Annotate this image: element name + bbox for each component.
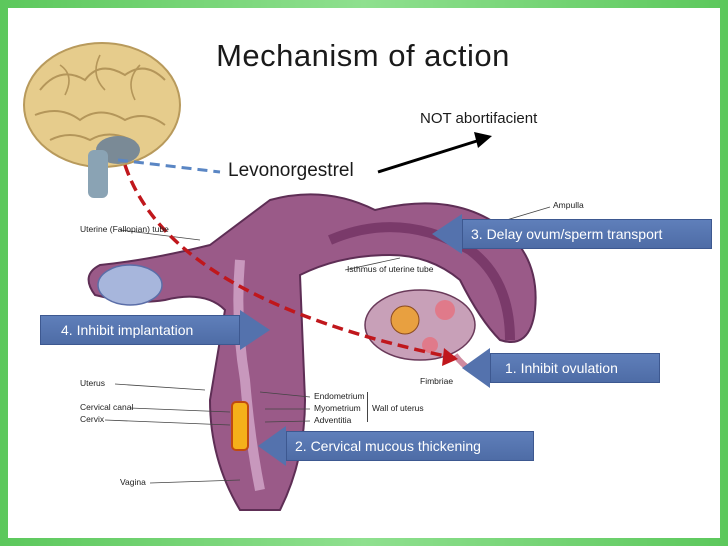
label-ampulla: Ampulla: [553, 200, 584, 210]
callout-cervical-mucous-tip: [258, 426, 286, 466]
label-endometrium: Endometrium: [314, 391, 365, 401]
callout-delay-transport-tip: [432, 214, 462, 254]
slide-title: Mechanism of action: [216, 38, 510, 73]
wall-bracket: [367, 392, 371, 422]
brain-illustration: [23, 42, 181, 198]
label-fimbriae: Fimbriae: [420, 376, 454, 386]
not-abortifacient-arrow: [377, 138, 481, 174]
label-uterine-tube: Uterine (Fallopian) tube: [80, 224, 169, 234]
callout-inhibit-ovulation-tip: [462, 348, 490, 388]
callout-inhibit-ovulation: 1. Inhibit ovulation: [490, 353, 660, 383]
label-cervical-canal: Cervical canal: [80, 402, 134, 412]
label-vagina: Vagina: [120, 477, 146, 487]
drug-label: Levonorgestrel: [228, 160, 354, 181]
callout-delay-transport: 3. Delay ovum/sperm transport: [462, 219, 712, 249]
pathway-dashed-arrow: [123, 164, 456, 360]
label-wall-of-uterus: Wall of uterus: [372, 403, 424, 413]
not-abortifacient-arrowhead: [474, 132, 492, 148]
callout-cervical-mucous-text: 2. Cervical mucous thickening: [295, 438, 481, 454]
label-isthmus: Isthmus of uterine tube: [347, 264, 434, 274]
brain-to-drug-dashed-line: [117, 158, 221, 174]
label-myometrium: Myometrium: [314, 403, 361, 413]
callout-delay-transport-text: 3. Delay ovum/sperm transport: [471, 226, 663, 242]
not-abortifacient-note: NOT abortifacient: [420, 110, 538, 127]
callout-inhibit-ovulation-text: 1. Inhibit ovulation: [505, 360, 618, 376]
callout-cervical-mucous: 2. Cervical mucous thickening: [286, 431, 534, 461]
pathway-arrowhead: [442, 348, 458, 366]
label-cervix: Cervix: [80, 414, 105, 424]
label-adventitia: Adventitia: [314, 415, 352, 425]
callout-inhibit-implantation: 4. Inhibit implantation: [40, 315, 240, 345]
callout-inhibit-implantation-text: 4. Inhibit implantation: [61, 322, 194, 338]
callout-inhibit-implantation-tip: [240, 310, 270, 350]
label-uterus: Uterus: [80, 378, 106, 388]
leader-lines: [104, 206, 551, 484]
